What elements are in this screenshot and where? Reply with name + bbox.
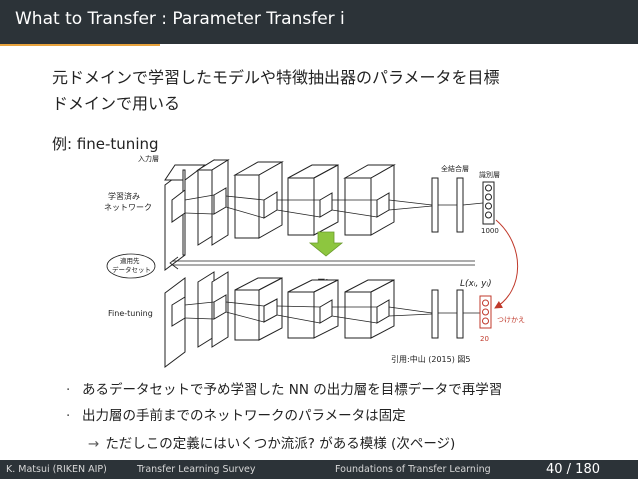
target-label-2: データセット — [112, 265, 151, 274]
ft-conv4-front — [344, 291, 372, 339]
bullet-dot: · — [66, 382, 71, 398]
transfer-arrow-icon — [308, 231, 344, 257]
bullet-dot: · — [66, 408, 71, 424]
body-line-2: ドメインで用いる — [52, 94, 181, 113]
conv3-front — [287, 177, 315, 236]
footer-section: Foundations of Transfer Learning — [335, 464, 491, 475]
fc-layer-1 — [431, 177, 439, 233]
footer-author: K. Matsui (RIKEN AIP) — [6, 464, 107, 475]
body-line-1: 元ドメインで学習したモデルや特徴抽出器のパラメータを目標 — [52, 68, 500, 87]
output-count-20: 20 — [480, 335, 489, 343]
ft-conv2-front — [234, 289, 260, 341]
ft-conv3-front — [287, 291, 315, 339]
bullet-2: · 出力層の手前までのネットワークのパラメータは固定 — [66, 404, 406, 424]
page-number-box — [554, 460, 638, 479]
fc-layer-label: 全結合層 — [441, 164, 469, 173]
classifier-node — [485, 202, 492, 210]
bullet-2-text: 出力層の手前までのネットワークのパラメータは固定 — [82, 408, 406, 424]
ft-fc-layer-2 — [456, 289, 464, 339]
target-label-1: 適用先 — [120, 256, 140, 265]
ft-fc-layer-1 — [431, 289, 439, 339]
bullet-1-text: あるデータセットで予め学習した NN の出力層を目標データで再学習 — [82, 382, 503, 398]
loss-label: L(xᵢ, yᵢ) — [460, 279, 492, 289]
classifier-node — [485, 193, 492, 201]
title-bar — [0, 0, 638, 44]
pretrained-label-1: 学習済み — [108, 191, 140, 201]
gradient-double-arrow — [169, 256, 475, 270]
classifier-node — [485, 211, 492, 219]
output-count-1000: 1000 — [481, 227, 499, 235]
example-label: 例: fine-tuning — [52, 135, 159, 153]
pretrained-network — [164, 159, 495, 271]
bullet-1: · あるデータセットで予め学習した NN の出力層を目標データで再学習 — [66, 378, 502, 398]
replace-label: つけかえ — [497, 316, 525, 324]
footer-bar: K. Matsui (RIKEN AIP) Transfer Learning … — [0, 460, 638, 479]
finetune-connectors — [184, 301, 480, 324]
note-text: ただしこの定義にはいくつか流派? がある模様 (次ページ) — [105, 436, 456, 452]
conv2-front — [234, 174, 260, 239]
pretrained-label-2: ネットワーク — [104, 203, 152, 212]
input-layer-label: 入力層 — [138, 154, 159, 163]
finetune-network — [164, 271, 464, 368]
classifier-layer-label: 識別層 — [479, 170, 500, 179]
right-arrow-icon: → — [88, 436, 100, 452]
pretrained-connectors — [184, 194, 484, 219]
conv4-front — [344, 177, 372, 236]
finetuning-label: Fine-tuning — [108, 309, 153, 318]
replaced-output-layer — [479, 295, 492, 329]
fc-layer-2 — [456, 177, 464, 233]
slide-title: What to Transfer : Parameter Transfer i — [15, 9, 345, 29]
replace-arrow-icon — [494, 219, 518, 309]
classifier-node — [485, 184, 492, 192]
note-line: → ただしこの定義にはいくつか流派? がある模様 (次ページ) — [88, 432, 455, 452]
title-accent — [0, 44, 160, 46]
target-dataset-ellipse — [106, 253, 156, 279]
footer-short-title: Transfer Learning Survey — [137, 464, 256, 475]
page-number: 40 / 180 — [546, 462, 600, 477]
citation: 引用:中山 (2015) 図5 — [391, 354, 470, 364]
